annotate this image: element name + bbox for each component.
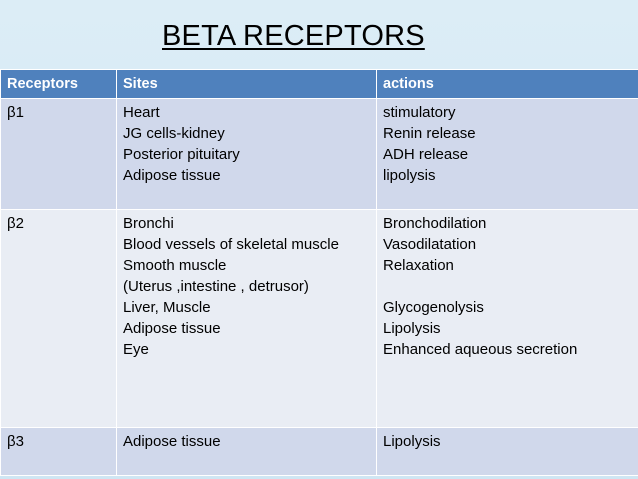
receptor-cell: β3 [0,427,117,476]
sites-cell: Adipose tissue [116,427,377,476]
beta-receptors-table: Receptors Sites actions β1 Heart JG cell… [0,69,638,476]
action-item: lipolysis [383,167,436,184]
site-item: Eye [123,341,149,358]
action-item: Enhanced aqueous secretion [383,341,578,358]
actions-cell: stimulatory Renin release ADH release li… [376,98,638,210]
site-item: JG cells-kidney [123,125,225,142]
site-item: Liver, Muscle [123,299,211,316]
action-item: stimulatory [383,104,456,121]
site-item: Adipose tissue [123,167,221,184]
table-row-beta3: β3 Adipose tissue Lipolysis [0,427,638,476]
sites-cell: Bronchi Blood vessels of skeletal muscle… [116,209,377,428]
receptor-cell: β2 [0,209,117,428]
site-item: Posterior pituitary [123,146,240,163]
action-item: Lipolysis [383,320,441,337]
action-item: Renin release [383,125,476,142]
action-item: Vasodilatation [383,236,477,253]
receptor-label: β3 [7,433,24,450]
table-row-beta1: β1 Heart JG cells-kidney Posterior pitui… [0,98,638,210]
site-item: (Uterus ,intestine , detrusor) [123,278,309,295]
action-spacer [383,276,632,297]
sites-cell: Heart JG cells-kidney Posterior pituitar… [116,98,377,210]
header-actions: actions [376,69,638,99]
header-receptors: Receptors [0,69,117,99]
site-item: Heart [123,104,160,121]
slide-title: BETA RECEPTORS [162,20,425,52]
action-item: Bronchodilation [383,215,487,232]
site-item: Bronchi [123,215,174,232]
action-item: ADH release [383,146,469,163]
site-item: Blood vessels of skeletal muscle [123,236,339,253]
action-item: Glycogenolysis [383,299,484,316]
actions-cell: Lipolysis [376,427,638,476]
site-item: Smooth muscle [123,257,227,274]
site-item: Adipose tissue [123,320,221,337]
table-row-beta2: β2 Bronchi Blood vessels of skeletal mus… [0,209,638,428]
action-item: Lipolysis [383,433,441,450]
header-sites: Sites [116,69,377,99]
table-header-row: Receptors Sites actions [0,69,638,99]
receptor-cell: β1 [0,98,117,210]
receptor-label: β2 [7,215,24,232]
receptor-label: β1 [7,104,24,121]
actions-cell: Bronchodilation Vasodilatation Relaxatio… [376,209,638,428]
site-item: Adipose tissue [123,433,221,450]
action-item: Relaxation [383,257,454,274]
